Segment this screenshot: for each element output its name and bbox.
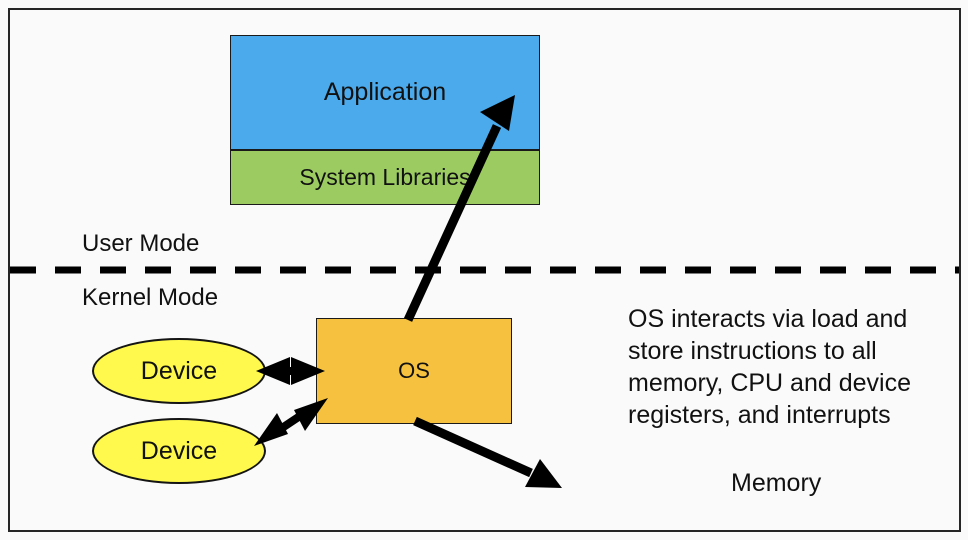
user-mode-label: User Mode <box>82 230 200 257</box>
device-label: Device <box>140 356 218 385</box>
application-label: Application <box>323 78 447 106</box>
os-interaction-note: OS interacts via load and store instruct… <box>628 305 911 429</box>
system-libraries-label: System Libraries <box>299 164 471 190</box>
os-box: OS <box>316 318 512 424</box>
device-label: Device <box>140 436 218 465</box>
os-label: OS <box>398 358 430 383</box>
memory-label: Memory <box>731 469 822 497</box>
device-ellipse-2: Device <box>92 418 266 484</box>
application-box: Application <box>230 35 540 150</box>
device-ellipse-1: Device <box>92 338 266 404</box>
kernel-mode-label: Kernel Mode <box>82 284 219 311</box>
system-libraries-box: System Libraries <box>230 150 540 205</box>
